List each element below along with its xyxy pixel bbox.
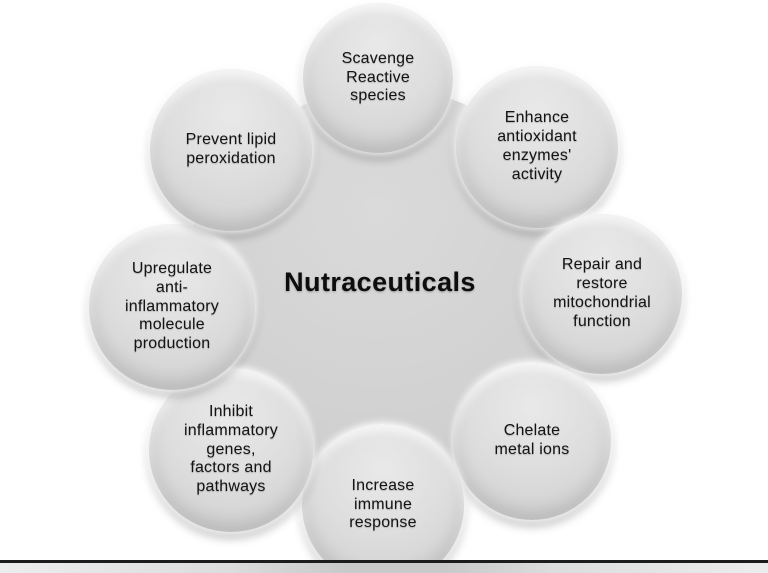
node-label: Inhibit inflammatory genes, factors and …: [184, 402, 278, 496]
node-label: Repair and restore mitochondrial functio…: [553, 256, 651, 330]
node-inhibit-inflammatory-genes: Inhibit inflammatory genes, factors and …: [149, 368, 313, 532]
node-label: Scavenge Reactive species: [341, 49, 415, 105]
node-chelate-metal-ions: Chelate metal ions: [453, 362, 611, 520]
node-enhance-antioxidant-enzymes: Enhance antioxidant enzymes' activity: [456, 66, 618, 228]
node-label: Chelate metal ions: [494, 422, 570, 458]
node-upregulate-antiinflammatory-molecules: Upregulate anti- inflammatory molecule p…: [89, 224, 255, 390]
node-prevent-lipid-peroxidation: Prevent lipid peroxidation: [150, 69, 312, 231]
node-label: Prevent lipid peroxidation: [185, 131, 277, 167]
bottom-border-rule: [0, 560, 768, 573]
node-increase-immune-response: Increase immune response: [302, 424, 464, 573]
node-label: Increase immune response: [349, 476, 417, 532]
node-label: Enhance antioxidant enzymes' activity: [497, 109, 577, 183]
center-label: Nutraceuticals: [284, 266, 476, 297]
node-scavenge-reactive-species: Scavenge Reactive species: [303, 3, 453, 153]
node-label: Upregulate anti- inflammatory molecule p…: [125, 259, 219, 353]
node-repair-mitochondrial-function: Repair and restore mitochondrial functio…: [522, 214, 682, 374]
